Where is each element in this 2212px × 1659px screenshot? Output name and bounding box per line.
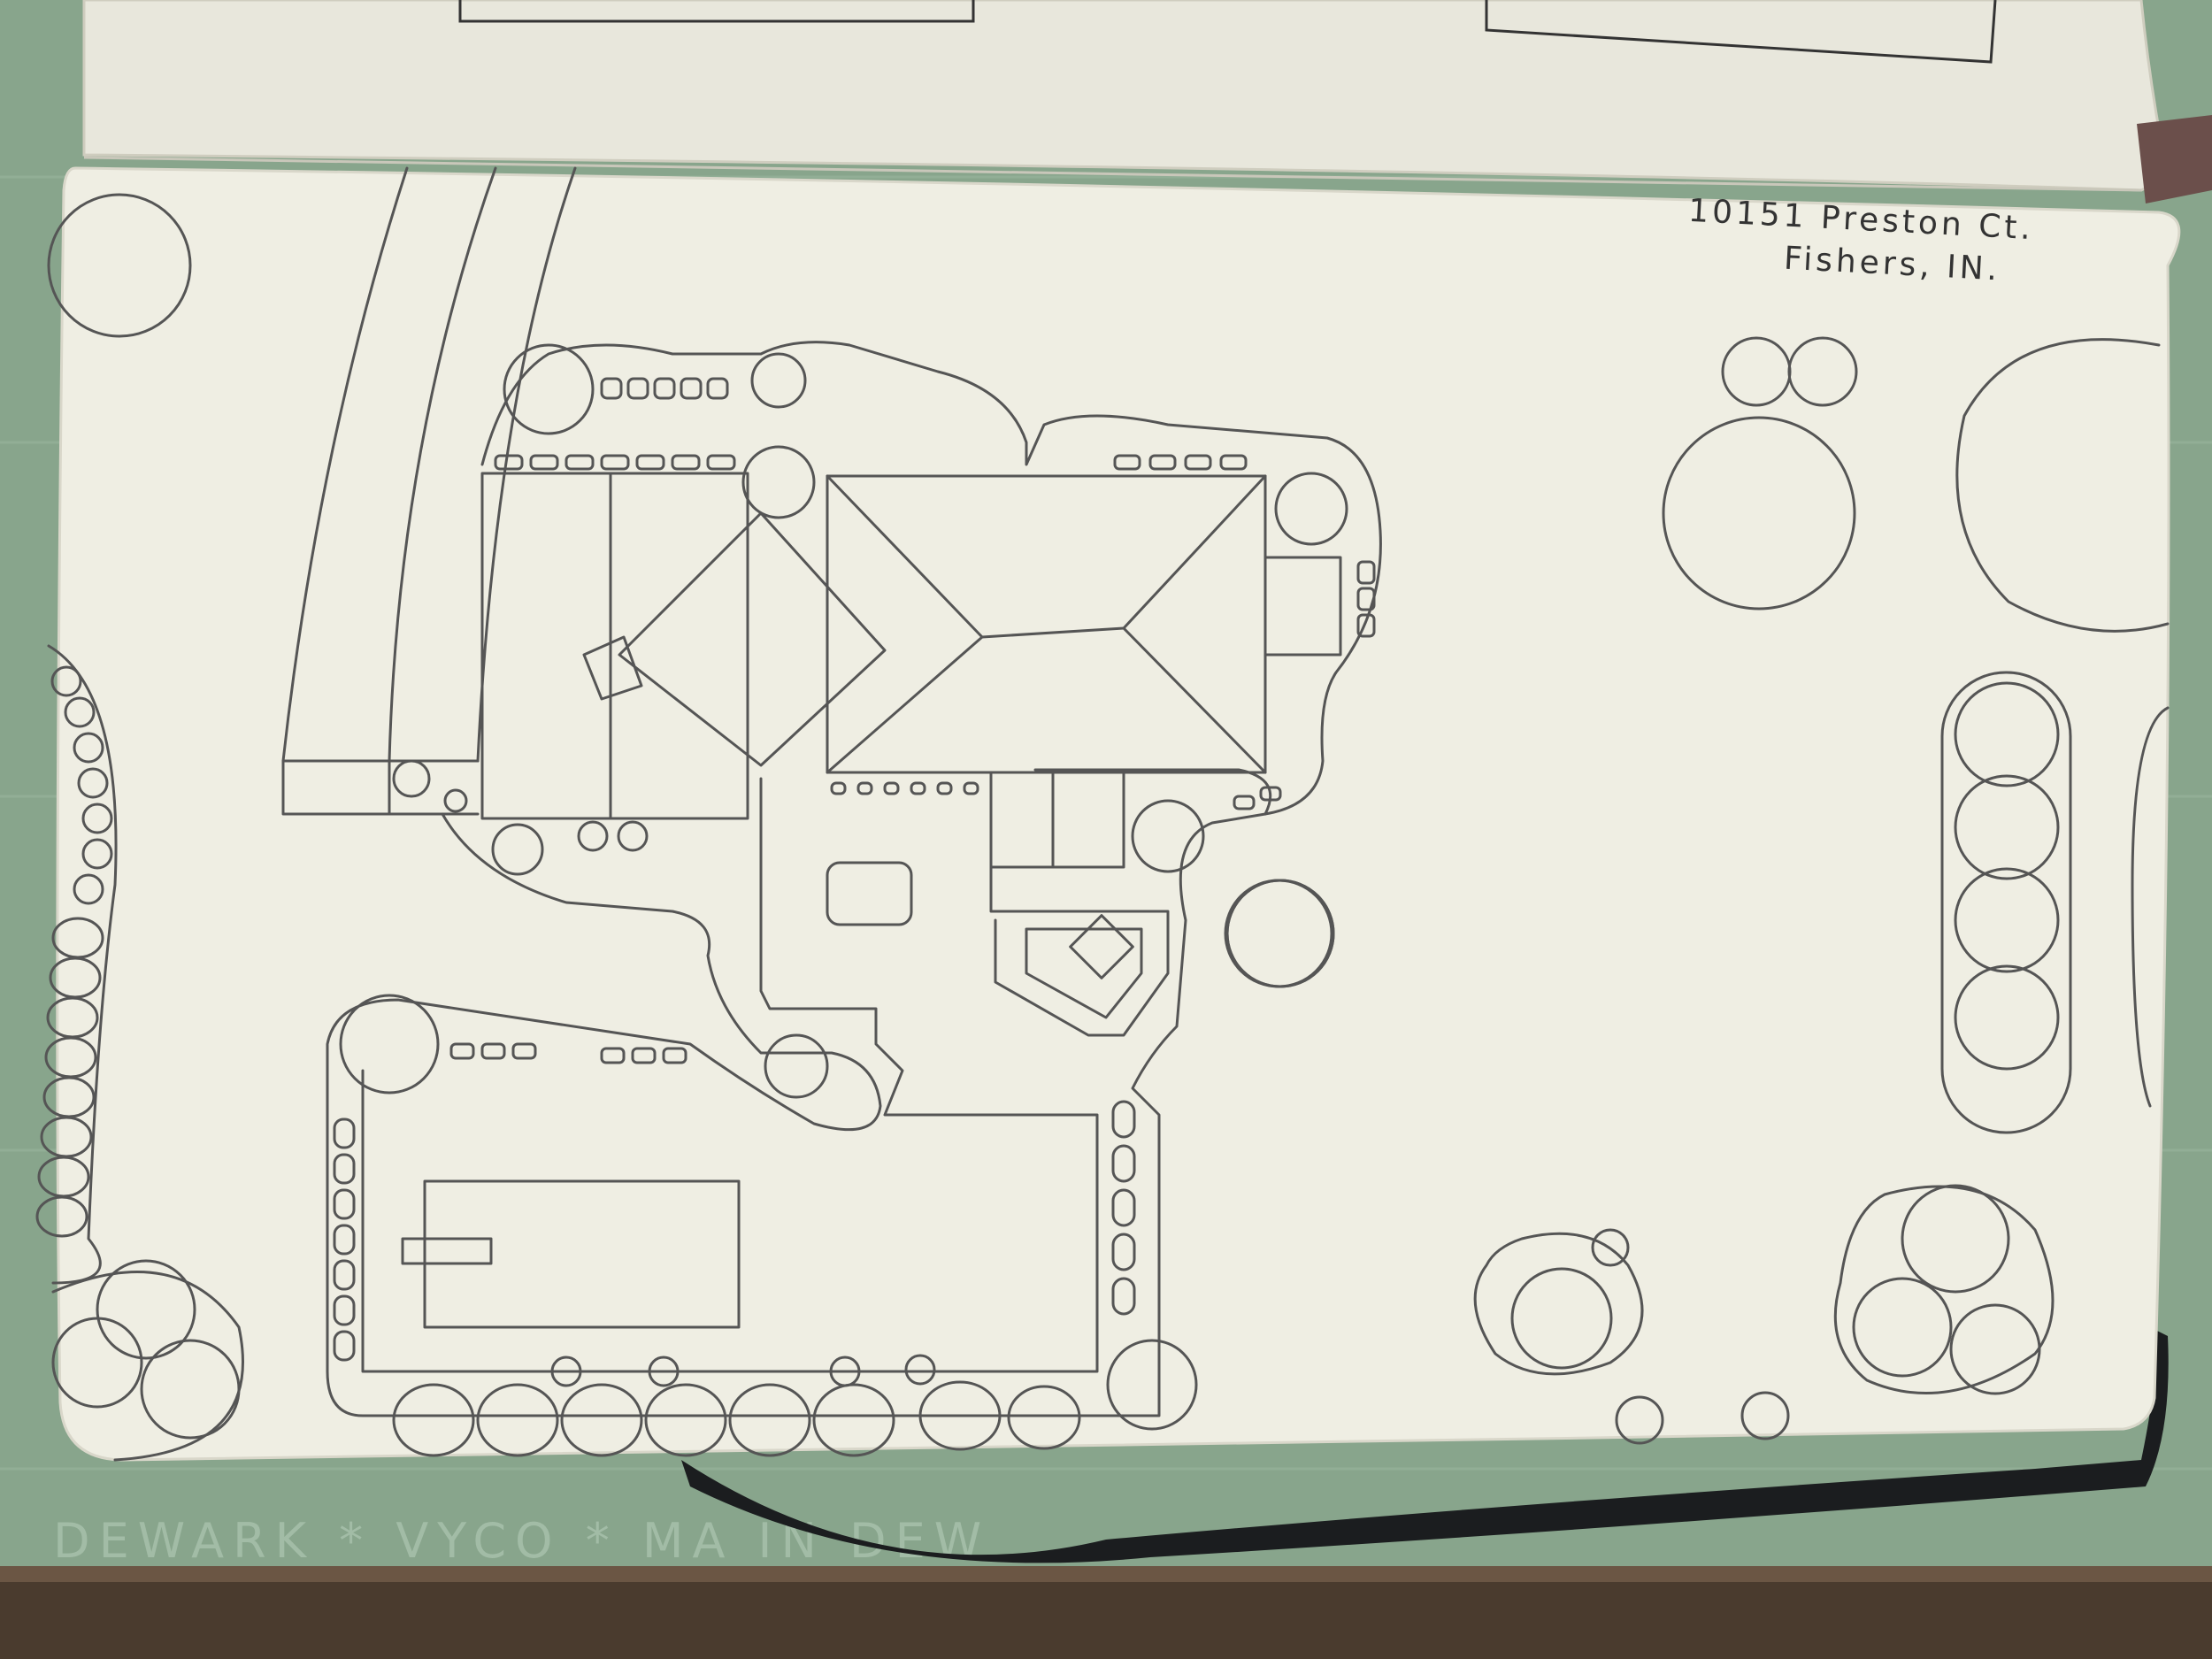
rock-column	[333, 1100, 1136, 1362]
shrub	[741, 445, 816, 519]
right-trees	[1225, 336, 2170, 1445]
rock-row	[449, 377, 1376, 1064]
elastic-band	[681, 1327, 2169, 1563]
hedge-row-bottom	[392, 1354, 1081, 1457]
tree	[47, 193, 192, 338]
shrub	[1131, 799, 1205, 873]
patio	[361, 777, 1099, 1373]
shrub	[617, 820, 649, 852]
shrub	[577, 820, 609, 852]
shrub	[503, 343, 595, 435]
driveway	[281, 166, 577, 816]
shrub	[443, 788, 468, 813]
mat-brand-text: DEWARK * VYCO * MA IN DEW	[53, 1513, 990, 1569]
hedge-column-left	[35, 644, 244, 1462]
binding-stitches	[83, 156, 2142, 192]
pool	[423, 1179, 741, 1329]
house-roof	[480, 472, 1342, 1037]
ribbon	[2137, 115, 2212, 204]
shrub	[491, 823, 544, 876]
planting-bed	[326, 341, 1382, 1417]
shrub	[392, 759, 431, 798]
tree	[339, 994, 440, 1094]
tree	[1106, 1339, 1198, 1431]
table	[826, 861, 913, 926]
shrub	[764, 1033, 829, 1099]
landscape-plan	[35, 166, 2170, 1462]
shrub	[750, 352, 807, 409]
shrub	[1274, 472, 1348, 546]
sketchbook-page	[56, 166, 2181, 1462]
diving-board	[401, 1237, 493, 1265]
top-page	[82, 0, 2170, 192]
